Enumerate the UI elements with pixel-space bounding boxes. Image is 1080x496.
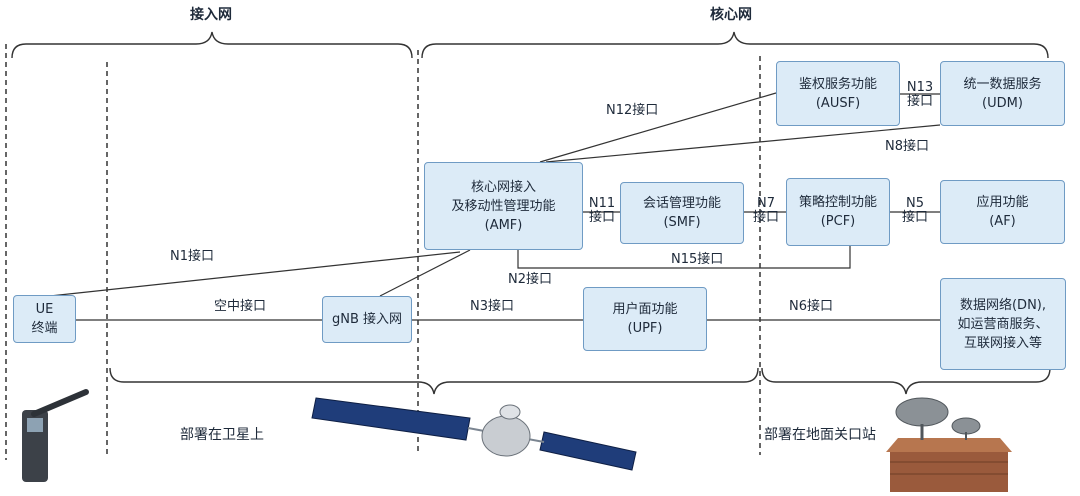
ausf-line2: (AUSF) bbox=[815, 95, 861, 111]
udm-node: 统一数据服务 (UDM) bbox=[940, 61, 1065, 126]
line-n12 bbox=[539, 92, 777, 163]
n7-top: N7 bbox=[757, 196, 775, 211]
n15-label: N15接口 bbox=[671, 252, 724, 267]
n5-bottom: 接口 bbox=[901, 210, 928, 225]
dn-line1: 数据网络(DN), bbox=[959, 297, 1046, 313]
af-line1: 应用功能 bbox=[976, 195, 1029, 210]
gnb-line1: gNB 接入网 bbox=[331, 312, 403, 327]
brace-access-network bbox=[11, 31, 413, 59]
line-n8 bbox=[545, 124, 941, 163]
dn-line2: 如运营商服务、 bbox=[957, 316, 1049, 332]
n13-label: N13 接口 bbox=[902, 81, 938, 109]
n11-label: N11 接口 bbox=[584, 197, 620, 225]
n2-label: N2接口 bbox=[508, 272, 552, 287]
brace-ground bbox=[761, 367, 1051, 395]
ue-line2: 终端 bbox=[31, 321, 58, 336]
dn-node: 数据网络(DN), 如运营商服务、 互联网接入等 bbox=[940, 278, 1066, 370]
pcf-line1: 策略控制功能 bbox=[798, 195, 877, 210]
smf-line1: 会话管理功能 bbox=[642, 196, 721, 211]
phone-icon bbox=[22, 389, 89, 482]
satellite-icon bbox=[311, 397, 637, 471]
amf-line2: 及移动性管理功能 bbox=[451, 198, 556, 214]
satellite-deploy-label: 部署在卫星上 bbox=[180, 427, 264, 443]
pcf-line2: (PCF) bbox=[820, 214, 856, 229]
n7-label: N7 接口 bbox=[748, 197, 784, 225]
line-n1 bbox=[49, 251, 461, 297]
ue-line1: UE bbox=[35, 302, 54, 317]
n5-top: N5 bbox=[906, 196, 924, 211]
af-line2: (AF) bbox=[989, 214, 1016, 229]
dn-line3: 互联网接入等 bbox=[963, 335, 1042, 351]
ground-station-icon bbox=[886, 397, 1012, 492]
core-network-label: 核心网 bbox=[710, 7, 752, 23]
n11-bottom: 接口 bbox=[588, 210, 615, 225]
gnb-node: gNB 接入网 bbox=[322, 296, 412, 343]
ue-node: UE 终端 bbox=[13, 295, 76, 343]
amf-line1: 核心网接入 bbox=[470, 179, 536, 195]
n11-top: N11 bbox=[588, 196, 616, 211]
ausf-line1: 鉴权服务功能 bbox=[798, 76, 877, 92]
air-interface-label: 空中接口 bbox=[214, 299, 267, 314]
amf-line3: (AMF) bbox=[484, 217, 523, 233]
udm-line1: 统一数据服务 bbox=[963, 76, 1042, 92]
ground-deploy-label: 部署在地面关口站 bbox=[764, 427, 876, 443]
n6-label: N6接口 bbox=[789, 299, 833, 314]
ausf-node: 鉴权服务功能 (AUSF) bbox=[776, 61, 900, 126]
brace-satellite bbox=[109, 367, 759, 395]
n5-label: N5 接口 bbox=[896, 197, 934, 225]
n13-top: N13 bbox=[906, 80, 934, 95]
pcf-node: 策略控制功能 (PCF) bbox=[786, 178, 890, 246]
line-amf-gnb bbox=[379, 249, 471, 297]
smf-line2: (SMF) bbox=[663, 215, 701, 230]
upf-line2: (UPF) bbox=[627, 321, 663, 336]
udm-line2: (UDM) bbox=[982, 95, 1023, 111]
upf-node: 用户面功能 (UPF) bbox=[583, 287, 707, 351]
smf-node: 会话管理功能 (SMF) bbox=[620, 182, 744, 244]
n1-label: N1接口 bbox=[170, 249, 214, 264]
n8-label: N8接口 bbox=[885, 139, 929, 154]
af-node: 应用功能 (AF) bbox=[940, 180, 1065, 244]
n3-label: N3接口 bbox=[470, 299, 514, 314]
access-network-label: 接入网 bbox=[190, 7, 232, 23]
n7-bottom: 接口 bbox=[752, 210, 779, 225]
upf-line1: 用户面功能 bbox=[612, 302, 678, 317]
brace-core-network bbox=[421, 31, 1049, 59]
n13-bottom: 接口 bbox=[906, 94, 933, 109]
amf-node: 核心网接入 及移动性管理功能 (AMF) bbox=[424, 162, 583, 250]
line-n15 bbox=[517, 246, 851, 269]
n12-label: N12接口 bbox=[606, 103, 659, 118]
